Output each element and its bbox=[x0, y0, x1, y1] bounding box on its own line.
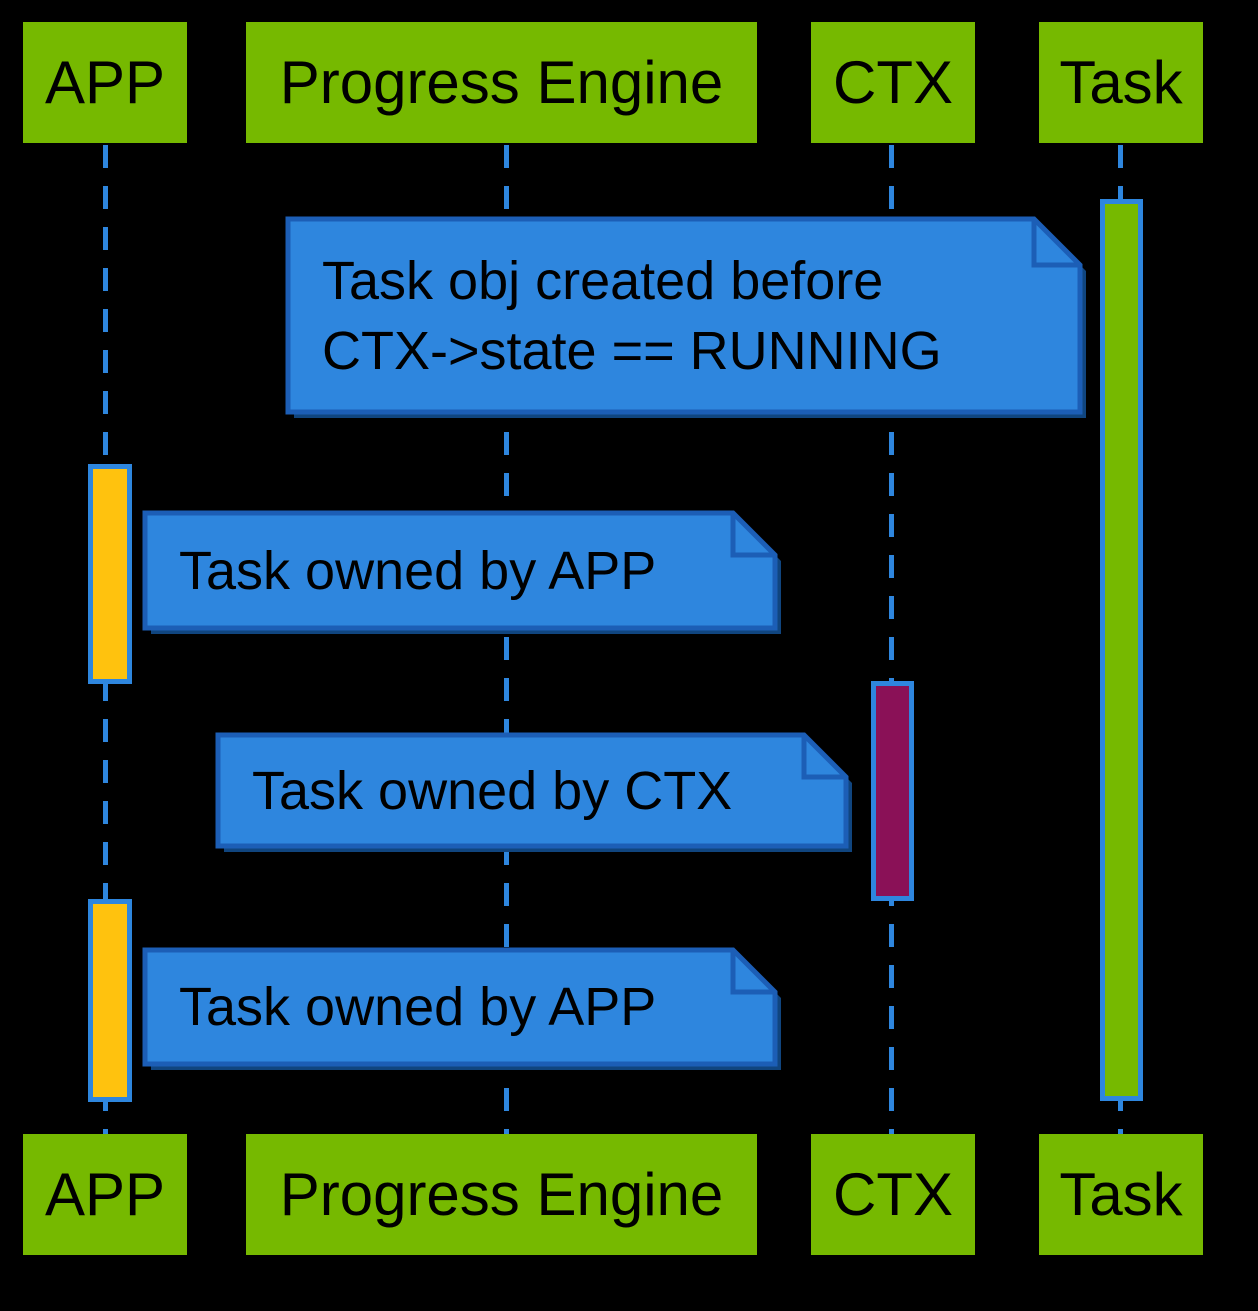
note-text: Task owned by CTX bbox=[218, 735, 846, 846]
participant-progress-engine-label: Progress Engine bbox=[279, 49, 724, 116]
note-shape bbox=[142, 510, 781, 634]
lifeline-progress-engine bbox=[504, 145, 509, 1134]
note-fold-icon bbox=[730, 513, 775, 558]
participant-ctx-label: CTX bbox=[833, 1161, 953, 1228]
note-shape bbox=[285, 216, 1086, 418]
note-text: Task obj created before CTX->state == RU… bbox=[288, 219, 1080, 412]
participant-progress-engine-bottom: Progress Engine bbox=[246, 1134, 757, 1255]
participant-task-bottom: Task bbox=[1039, 1134, 1203, 1255]
activation-task bbox=[1100, 199, 1143, 1101]
note-fold-icon bbox=[801, 735, 846, 780]
note-task-owned-by-app-1: Task owned by APP bbox=[142, 510, 781, 634]
note-line: Task owned by APP bbox=[179, 540, 657, 601]
note-fold-icon bbox=[1031, 219, 1080, 268]
participant-ctx-label: CTX bbox=[833, 49, 953, 116]
participant-ctx-bottom: CTX bbox=[811, 1134, 975, 1255]
participant-app-bottom: APP bbox=[23, 1134, 187, 1255]
note-task-owned-by-app-2: Task owned by APP bbox=[142, 947, 781, 1070]
lifeline-ctx bbox=[889, 145, 894, 1134]
participant-app-label: APP bbox=[44, 49, 166, 116]
note-fold-icon bbox=[730, 950, 775, 995]
activation-ctx bbox=[871, 681, 914, 901]
participant-task-label: Task bbox=[1059, 49, 1183, 116]
activation-app-1 bbox=[88, 464, 132, 684]
participant-progress-engine-label: Progress Engine bbox=[279, 1161, 724, 1228]
note-line: CTX->state == RUNNING bbox=[322, 320, 942, 381]
note-line: Task obj created before bbox=[322, 250, 884, 311]
participant-progress-engine-top: Progress Engine bbox=[246, 22, 757, 143]
participant-ctx-top: CTX bbox=[811, 22, 975, 143]
participant-task-label: Task bbox=[1059, 1161, 1183, 1228]
note-shape bbox=[215, 732, 852, 852]
participant-task-top: Task bbox=[1039, 22, 1203, 143]
note-line: Task owned by APP bbox=[179, 977, 657, 1037]
note-text: Task owned by APP bbox=[145, 950, 775, 1064]
note-task-owned-by-ctx: Task owned by CTX bbox=[215, 732, 852, 852]
note-shape bbox=[142, 947, 781, 1070]
note-task-created-before-running: Task obj created before CTX->state == RU… bbox=[285, 216, 1086, 418]
participant-app-label: APP bbox=[44, 1161, 166, 1228]
note-line: Task owned by CTX bbox=[252, 760, 733, 821]
note-text: Task owned by APP bbox=[145, 513, 775, 628]
activation-app-2 bbox=[88, 899, 132, 1102]
participant-app-top: APP bbox=[23, 22, 187, 143]
